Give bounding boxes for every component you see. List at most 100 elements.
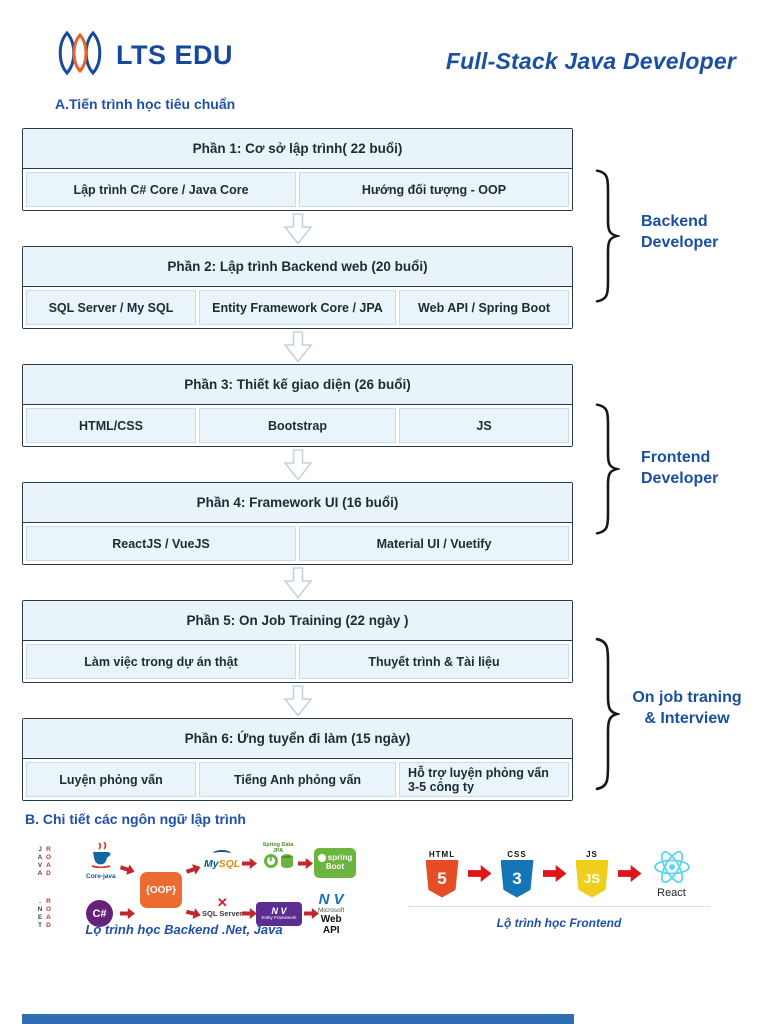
phase-1-cells: Lập trình C# Core / Java Core Hướng đối … bbox=[23, 169, 572, 210]
down-arrow-icon bbox=[282, 566, 313, 599]
backend-roadmap-graphic: JAVA ROAD .NET ROAD Core-java {OOP} MySQ… bbox=[36, 841, 356, 938]
spring-power-icon bbox=[263, 854, 278, 868]
html5-shield-icon: 5 bbox=[425, 859, 459, 898]
group-label-line: Developer bbox=[641, 469, 719, 487]
phase-5-box: Phần 5: On Job Training (22 ngày ) Làm v… bbox=[22, 600, 573, 683]
css3-logo: CSS 3 bbox=[500, 849, 534, 898]
group-label-line: On job traning bbox=[632, 689, 742, 706]
red-arrow-icon bbox=[242, 908, 257, 919]
web-api-logo: N V Microsoft Web API bbox=[318, 892, 344, 936]
phase-2-title: Phần 2: Lập trình Backend web (20 buổi) bbox=[23, 247, 572, 287]
flow-arrow-4 bbox=[22, 565, 573, 600]
phase-3-cell-2: Bootstrap bbox=[198, 408, 397, 443]
down-arrow-icon bbox=[282, 330, 313, 363]
spring-data-jpa-label: Spring Data JPA bbox=[262, 842, 294, 854]
csharp-label: C# bbox=[92, 907, 107, 920]
css-tag-label: CSS bbox=[507, 849, 527, 859]
sql-server-label: SQL Server bbox=[202, 909, 243, 918]
section-b-heading: B. Chi tiết các ngôn ngữ lập trình bbox=[25, 811, 246, 827]
vertical-word: JAVA bbox=[36, 846, 44, 878]
phase-6-box: Phần 6: Ứng tuyển đi làm (15 ngày) Luyện… bbox=[22, 718, 573, 801]
phase-4-title: Phần 4: Framework UI (16 buổi) bbox=[23, 483, 572, 523]
phase-6-cell-1: Luyện phỏng vấn bbox=[26, 762, 196, 797]
react-label: React bbox=[657, 887, 686, 899]
logo-text: LTS EDU bbox=[116, 40, 233, 70]
section-a-heading: A.Tiến trình học tiêu chuẩn bbox=[55, 96, 236, 112]
red-arrow-icon bbox=[298, 858, 313, 869]
page-title: Full-Stack Java Developer bbox=[445, 48, 736, 74]
entity-framework-nv: N V bbox=[271, 906, 287, 917]
mysql-logo: MySQL bbox=[204, 850, 240, 870]
phase-3-box: Phần 3: Thiết kế giao diện (26 buổi) HTM… bbox=[22, 364, 573, 447]
phase-2-cell-3: Web API / Spring Boot bbox=[399, 290, 569, 325]
red-arrow-icon bbox=[617, 865, 642, 882]
css3-shield-icon: 3 bbox=[500, 859, 534, 898]
phase-6-title: Phần 6: Ứng tuyển đi làm (15 ngày) bbox=[23, 719, 572, 759]
flow-arrow-1 bbox=[22, 211, 573, 246]
red-arrow-icon bbox=[467, 865, 492, 882]
phase-4-cell-2: Material UI / Vuetify bbox=[299, 526, 569, 561]
frontend-roadmap-caption: Lộ trình học Frontend bbox=[496, 916, 622, 930]
net-road-vertical-label: .NET ROAD bbox=[36, 898, 53, 930]
phase-4-box: Phần 4: Framework UI (16 buổi) ReactJS /… bbox=[22, 482, 573, 565]
web-api-nv-icon: N V bbox=[318, 891, 344, 908]
phase-4-cells: ReactJS / VueJS Material UI / Vuetify bbox=[23, 523, 572, 564]
phase-1-title: Phần 1: Cơ sở lập trình( 22 buổi) bbox=[23, 129, 572, 169]
phase-1-cell-1: Lập trình C# Core / Java Core bbox=[26, 172, 296, 207]
react-logo: React bbox=[651, 848, 693, 899]
learning-path-flow: Phần 1: Cơ sở lập trình( 22 buổi) Lập tr… bbox=[22, 128, 573, 801]
phase-6-cell-3: Hỗ trợ luyện phỏng vấn 3-5 công ty bbox=[399, 762, 569, 797]
group-label-on-job: On job traning & Interview bbox=[612, 688, 762, 730]
mysql-label-sql: SQL bbox=[218, 858, 241, 870]
red-arrow-icon bbox=[185, 862, 203, 877]
group-label-line: Developer bbox=[641, 233, 719, 251]
lts-edu-logo: LTS EDU bbox=[54, 30, 233, 81]
red-arrow-icon bbox=[242, 858, 257, 869]
react-atom-icon bbox=[653, 851, 690, 883]
group-label-line: Frontend bbox=[641, 449, 711, 466]
phase-3-cell-1: HTML/CSS bbox=[26, 408, 196, 443]
web-api-label: Web API bbox=[320, 914, 342, 937]
html-tag-label: HTML bbox=[428, 849, 456, 859]
backend-developer-brace bbox=[594, 168, 622, 304]
curly-brace-icon bbox=[595, 637, 622, 791]
phase-5-cell-2: Thuyết trình & Tài liệu bbox=[299, 644, 569, 679]
group-label-backend: Backend Developer bbox=[641, 212, 718, 254]
java-cup-icon bbox=[91, 841, 111, 869]
phase-2-cells: SQL Server / My SQL Entity Framework Cor… bbox=[23, 287, 572, 328]
csharp-logo: C# bbox=[86, 900, 113, 927]
down-arrow-icon bbox=[282, 684, 313, 717]
phase-3-cells: HTML/CSS Bootstrap JS bbox=[23, 405, 572, 446]
phase-6-cell-2: Tiếng Anh phỏng vấn bbox=[198, 762, 397, 797]
vertical-word: ROAD bbox=[45, 846, 52, 878]
spring-data-jpa-logo: Spring Data JPA bbox=[258, 842, 298, 868]
page-bottom-bar bbox=[22, 1014, 574, 1024]
java-logo: Core-java bbox=[86, 841, 116, 880]
vertical-word: .NET bbox=[36, 898, 44, 930]
frontend-roadmap-graphic: HTML 5 CSS 3 JS JS React bbox=[408, 848, 710, 907]
database-icon bbox=[280, 854, 293, 868]
phase-6-cells: Luyện phỏng vấn Tiếng Anh phỏng vấn Hỗ t… bbox=[23, 759, 572, 800]
sql-server-icon: ✕ bbox=[216, 895, 228, 910]
phase-4-cell-1: ReactJS / VueJS bbox=[26, 526, 296, 561]
oop-label: {OOP} bbox=[145, 884, 176, 896]
red-arrow-icon bbox=[542, 865, 567, 882]
red-arrow-icon bbox=[304, 908, 319, 919]
flow-arrow-2 bbox=[22, 329, 573, 364]
vertical-word: ROAD bbox=[45, 898, 52, 930]
group-label-line: & Interview bbox=[644, 709, 730, 727]
js-tag-label: JS bbox=[586, 849, 598, 859]
group-label-frontend: Frontend Developer bbox=[641, 448, 718, 490]
frontend-developer-brace bbox=[594, 402, 622, 536]
phase-2-box: Phần 2: Lập trình Backend web (20 buổi) … bbox=[22, 246, 573, 329]
web-api-microsoft-label: Microsoft bbox=[318, 907, 345, 914]
phase-3-title: Phần 3: Thiết kế giao diện (26 buổi) bbox=[23, 365, 572, 405]
js-letters: JS bbox=[584, 871, 600, 886]
html5-logo: HTML 5 bbox=[425, 849, 459, 898]
spring-boot-label-2: Boot bbox=[325, 862, 345, 872]
backend-roadmap-caption: Lộ trình học Backend .Net, Java bbox=[85, 922, 283, 937]
red-arrow-icon bbox=[185, 906, 202, 920]
red-arrow-icon bbox=[119, 862, 137, 877]
spring-boot-label-1: spring bbox=[327, 853, 353, 863]
phase-1-cell-2: Hướng đối tượng - OOP bbox=[299, 172, 569, 207]
